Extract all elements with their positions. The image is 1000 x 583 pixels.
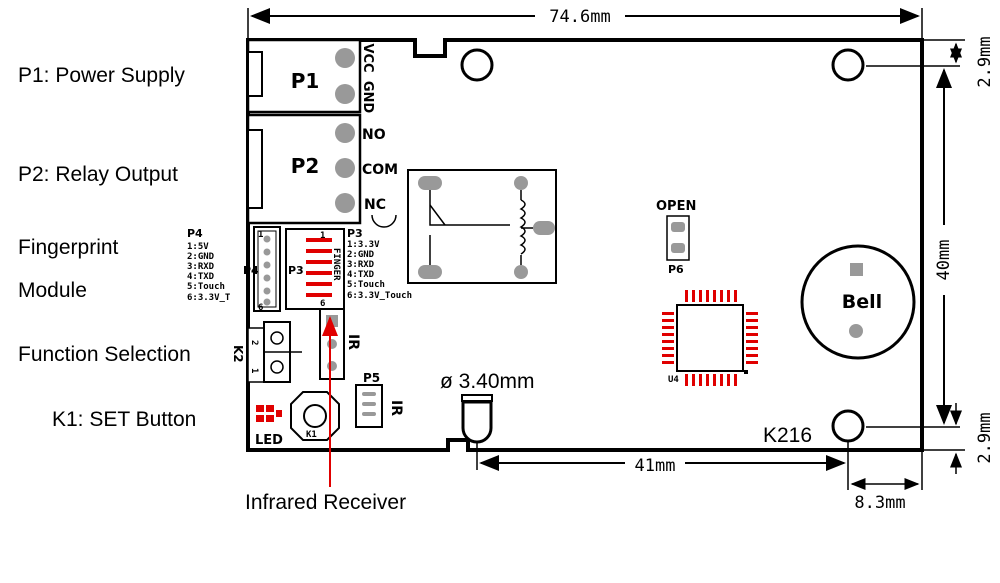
bottom-margin-dimension: 2.9mm — [975, 412, 995, 463]
label-function-selection: Function Selection — [18, 343, 191, 366]
label-module: Module — [18, 279, 87, 302]
board-outline — [246, 38, 924, 452]
u4-label: U4 — [668, 375, 679, 385]
width-dimension: 74.6mm — [549, 7, 610, 27]
hole-offset-dimension: 8.3mm — [854, 493, 905, 513]
p3-pin-3: 3:RXD — [347, 260, 375, 270]
p4-pin-6-mark: 6 — [258, 303, 263, 313]
no-pin — [335, 123, 355, 143]
p4-pin-1-mark: 1 — [258, 230, 263, 240]
label-infrared-receiver: Infrared Receiver — [245, 491, 406, 514]
mounting-hole — [831, 48, 865, 82]
open-label: OPEN — [656, 199, 696, 214]
no-label: NO — [362, 127, 386, 143]
com-label: COM — [362, 162, 398, 178]
nc-pin — [335, 193, 355, 213]
p3-pin-1-mark: 1 — [320, 231, 325, 241]
p2-label: P2 — [291, 154, 320, 178]
p3-pin-5: 5:Touch — [347, 280, 385, 290]
p1-label: P1 — [291, 69, 320, 93]
gnd-label: GND — [360, 81, 375, 114]
label-set-button: K1: SET Button — [52, 408, 196, 431]
u4-chip — [662, 290, 758, 386]
led-label: LED — [255, 433, 283, 448]
finger-label: FINGER — [331, 248, 341, 281]
p3-pin-6-mark: 6 — [320, 299, 325, 309]
mounting-hole — [460, 48, 494, 82]
p4-pin-4: 4:TXD — [187, 272, 215, 282]
top-margin-dimension: 2.9mm — [975, 36, 995, 87]
nc-label: NC — [364, 197, 386, 213]
p4-pin-1: 1:5V — [187, 242, 209, 252]
k2-label: K2 — [231, 345, 245, 363]
p3-pin-4: 4:TXD — [347, 270, 375, 280]
p5-ir-label: IR — [388, 400, 404, 416]
k2-pin1-mark: 1 — [249, 368, 259, 373]
mounting-hole — [831, 409, 865, 443]
k1-label: K1 — [306, 430, 317, 440]
p6-label: P6 — [668, 263, 684, 276]
height-dimension: 40mm — [934, 240, 954, 281]
p3-pin-2: 2:GND — [347, 250, 375, 260]
hole-spacing-dimension: 41mm — [635, 456, 676, 476]
p3-label: P3 — [288, 264, 304, 277]
k2-pin2-mark: 2 — [249, 340, 259, 345]
ir-jumper-label: IR — [345, 334, 361, 350]
p4-pin-5: 5:Touch — [187, 282, 225, 292]
bell-label: Bell — [842, 291, 882, 313]
p4-pin-3: 3:RXD — [187, 262, 215, 272]
p3-pin-6: 6:3.3V_Touch — [347, 291, 412, 301]
com-pin — [335, 158, 355, 178]
p3-pin-1: 1:3.3V — [347, 240, 380, 250]
label-power-supply: P1: Power Supply — [18, 64, 185, 87]
p3-title: P3 — [347, 227, 363, 240]
bell-buzzer — [800, 244, 916, 360]
vcc-pin — [335, 48, 355, 68]
label-relay-output: P2: Relay Output — [18, 163, 178, 186]
p5-label: P5 — [363, 371, 380, 385]
ir-led — [461, 400, 493, 444]
vcc-label: VCC — [360, 43, 375, 72]
p4-pin-6: 6:3.3V_T — [187, 293, 231, 303]
p4-label: P4 — [243, 264, 259, 277]
gnd-pin — [335, 84, 355, 104]
label-fingerprint: Fingerprint — [18, 236, 119, 259]
hole-diameter-label: ø 3.40mm — [440, 370, 535, 393]
p4-pin-2: 2:GND — [187, 252, 215, 262]
p4-title: P4 — [187, 227, 203, 240]
model-label: K216 — [763, 424, 812, 447]
